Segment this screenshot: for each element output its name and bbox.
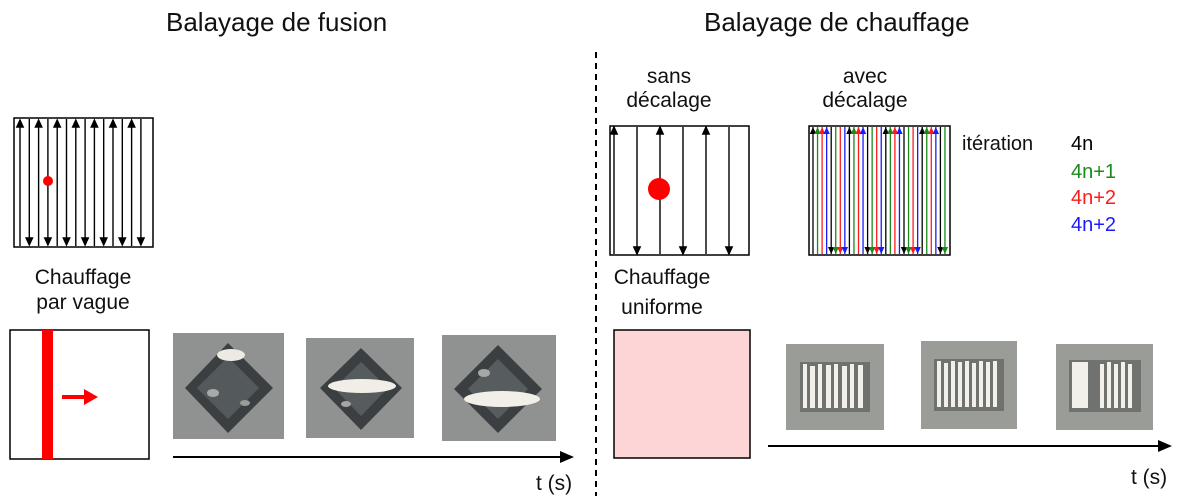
- scan-arrowhead-icon: [905, 247, 912, 254]
- heating-scan-title: Balayage de chauffage: [704, 7, 970, 37]
- scan-arrowhead-icon: [909, 247, 917, 254]
- melt-photo-1: [173, 333, 284, 439]
- scan-arrowhead-icon: [887, 127, 894, 134]
- scan-arrowhead-icon: [609, 125, 619, 135]
- scan-arrowhead-icon: [108, 118, 118, 128]
- scan-arrowhead-icon: [855, 127, 862, 134]
- scan-arrowhead-icon: [841, 247, 849, 254]
- legend-item-4n-plus-1: 4n+1: [1071, 161, 1117, 183]
- scan-arrowhead-icon: [932, 127, 940, 134]
- scan-arrowhead-icon: [896, 127, 903, 134]
- scan-arrowhead-icon: [34, 118, 43, 128]
- melt-photo-3: [442, 335, 556, 441]
- scan-arrowhead-icon: [25, 237, 34, 247]
- heat-photo-3: [1056, 344, 1153, 430]
- scan-arrowhead-icon: [818, 127, 826, 134]
- with-offset-label-2: décalage: [822, 89, 908, 112]
- scan-arrowhead-icon: [655, 125, 665, 135]
- scan-arrowhead-icon: [71, 118, 81, 128]
- scan-arrowhead-icon: [900, 247, 908, 254]
- legend-item-4n: 4n: [1071, 133, 1094, 155]
- scan-arrowhead-icon: [136, 237, 146, 247]
- legend-item-4n-plus-2-blue: 4n+2: [1071, 214, 1117, 236]
- uniform-heating-label-1: Chauffage: [613, 266, 711, 289]
- uniform-heating-label-2: uniforme: [621, 296, 703, 319]
- scan-arrowhead-icon: [632, 246, 642, 256]
- scan-arrowhead-icon: [814, 127, 821, 134]
- scan-arrowhead-icon: [127, 118, 136, 128]
- wave-heating-label-1: Chauffage: [34, 266, 132, 289]
- laser-spot-small: [43, 176, 53, 186]
- scan-arrowhead-icon: [701, 125, 711, 135]
- scan-arrowhead-icon: [52, 118, 62, 128]
- heat-photo-2: [921, 341, 1017, 429]
- heat-photo-1: [786, 344, 884, 430]
- scan-arrowhead-icon: [43, 237, 53, 247]
- scan-arrowhead-icon: [828, 247, 835, 254]
- scan-arrowhead-icon: [837, 247, 844, 254]
- without-offset-label-1: sans: [646, 65, 692, 88]
- wave-heating-label-2: par vague: [36, 291, 130, 314]
- scan-arrowhead-icon: [850, 127, 858, 134]
- scan-arrowhead-icon: [937, 247, 944, 254]
- scan-arrowhead-icon: [859, 127, 867, 134]
- scan-arrowhead-icon: [873, 247, 880, 254]
- scan-arrowhead-icon: [928, 127, 935, 134]
- without-offset-label-2: décalage: [626, 89, 712, 112]
- scan-arrowhead-icon: [118, 237, 127, 247]
- scan-arrowhead-icon: [941, 247, 949, 254]
- scan-arrowhead-icon: [15, 118, 25, 128]
- heated-band: [42, 330, 53, 459]
- scan-arrowhead-icon: [724, 246, 734, 256]
- scan-arrowhead-icon: [62, 237, 71, 247]
- band-motion-arrowhead-icon: [84, 389, 98, 405]
- scan-arrowhead-icon: [678, 246, 688, 256]
- melt-photo-2: [306, 338, 414, 438]
- scan-arrowhead-icon: [914, 247, 921, 254]
- scan-arrowhead-icon: [891, 127, 899, 134]
- scan-arrowhead-icon: [90, 118, 99, 128]
- scan-arrowhead-icon: [919, 127, 926, 134]
- scan-arrowhead-icon: [832, 247, 839, 254]
- scan-arrowhead-icon: [99, 237, 108, 247]
- with-offset-label-1: avec: [842, 65, 888, 88]
- heating-time-label: t (s): [1131, 466, 1168, 489]
- scan-arrowhead-icon: [864, 247, 871, 254]
- melting-time-label: t (s): [536, 472, 573, 495]
- scan-arrowhead-icon: [923, 127, 930, 134]
- scan-arrowhead-icon: [823, 127, 830, 134]
- iteration-legend-title: itération: [962, 133, 1034, 155]
- melting-scan-title: Balayage de fusion: [166, 7, 388, 37]
- scan-arrowhead-icon: [882, 127, 889, 134]
- scan-arrowhead-icon: [846, 127, 853, 134]
- legend-item-4n-plus-2-red: 4n+2: [1071, 187, 1117, 209]
- scan-arrowhead-icon: [878, 247, 885, 254]
- scan-arrowhead-icon: [809, 127, 817, 134]
- scan-arrowhead-icon: [868, 247, 876, 254]
- laser-spot-large: [648, 178, 670, 200]
- scan-arrowhead-icon: [80, 237, 90, 247]
